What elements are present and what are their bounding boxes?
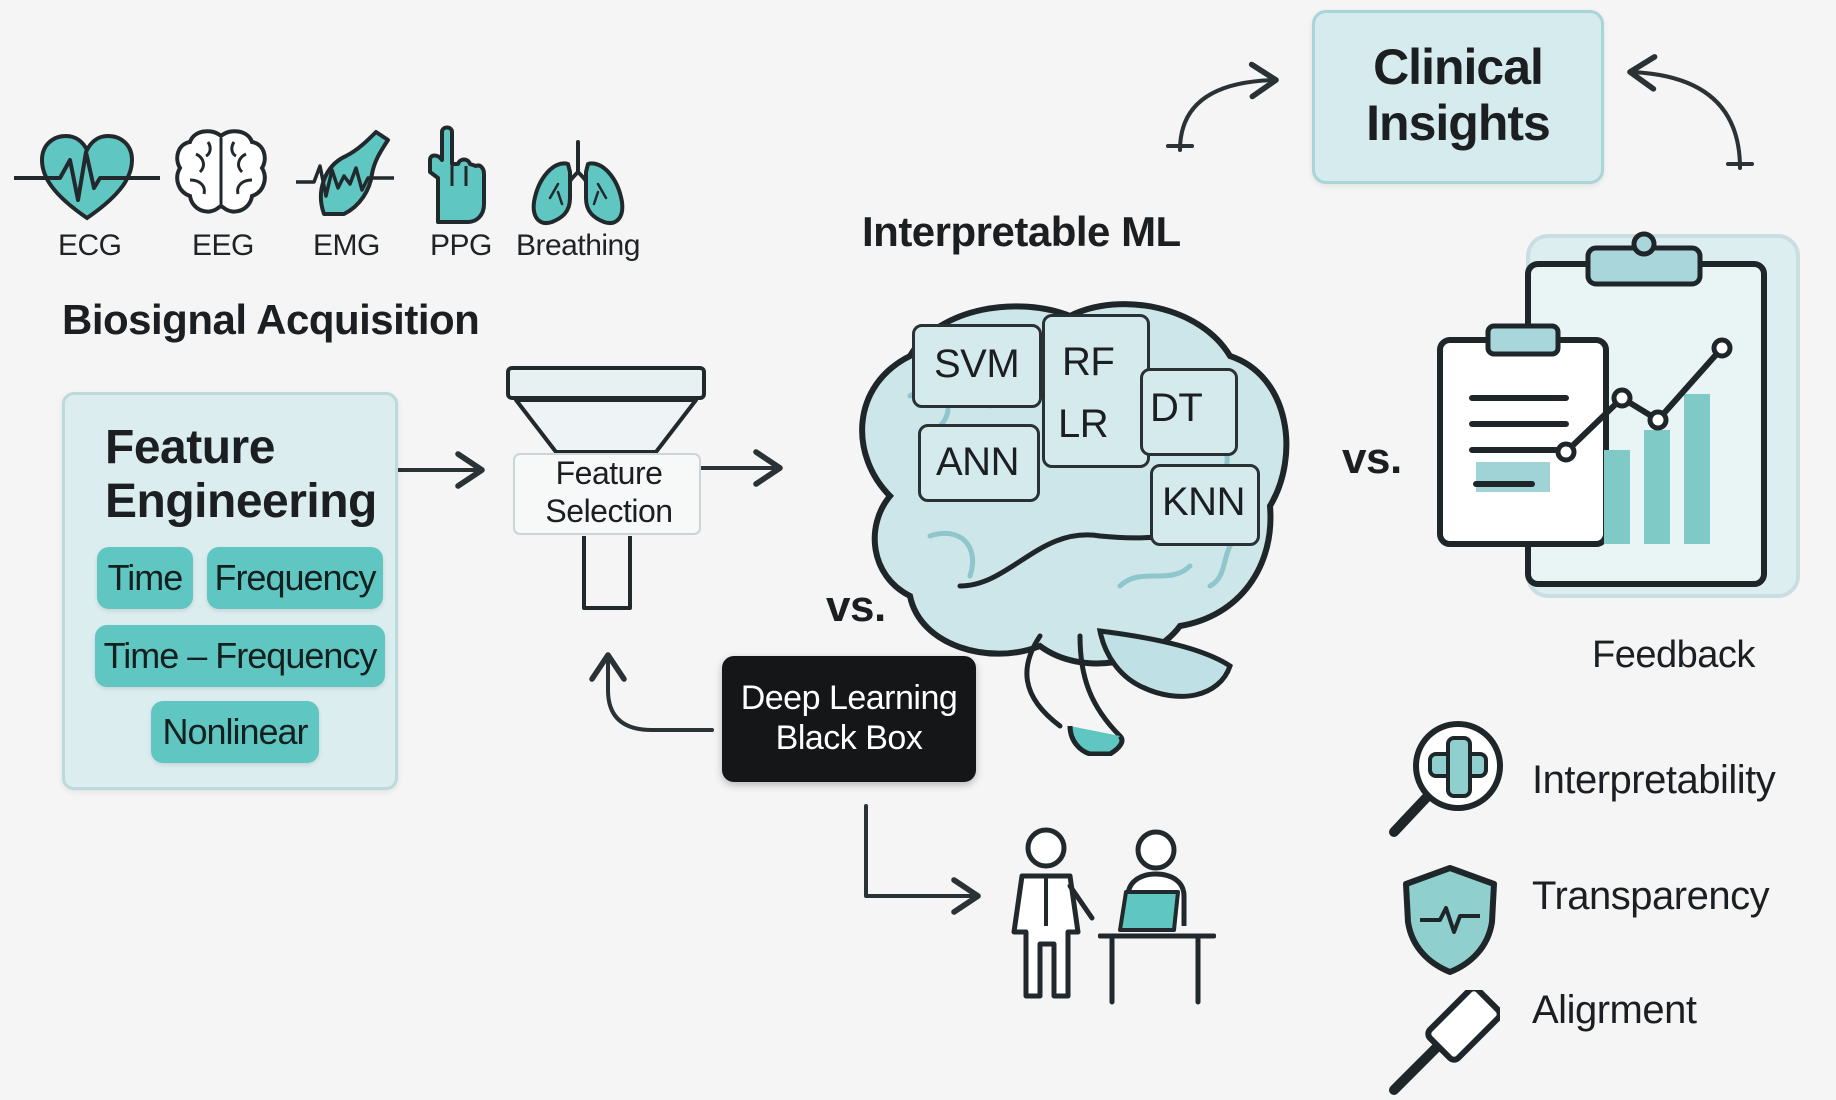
property-label-transparency: Transparency	[1532, 874, 1770, 918]
pill-nonlinear: Nonlinear	[151, 701, 319, 763]
muscle-arm-icon	[294, 126, 396, 226]
clipboard-chart-icon	[1436, 230, 1816, 610]
algo-label-rf: RF	[1062, 340, 1115, 384]
algo-label-ann: ANN	[936, 440, 1019, 484]
lungs-icon	[528, 138, 628, 230]
property-label-interpretability: Interpretability	[1532, 758, 1776, 802]
finger-icon	[420, 124, 490, 228]
magnifier-icon	[1386, 716, 1508, 842]
feedback-label: Feedback	[1592, 634, 1755, 676]
pill-time: Time	[97, 547, 193, 609]
user-laptop-icon	[1098, 826, 1216, 1006]
arrow-dl-to-people	[864, 804, 981, 915]
pill-time-frequency: Time – Frequency	[95, 625, 385, 687]
heart-ecg-icon	[12, 126, 162, 226]
algo-label-lr: LR	[1058, 402, 1109, 446]
pill-frequency: Frequency	[207, 547, 383, 609]
shield-icon	[1400, 864, 1500, 976]
arrow-loop-left	[1178, 61, 1279, 152]
biosignal-acquisition-title: Biosignal Acquisition	[62, 296, 480, 343]
deep-learning-label: Deep Learning Black Box	[740, 679, 958, 757]
algo-label-svm: SVM	[934, 342, 1020, 386]
algo-tile-ann	[918, 424, 1040, 502]
property-label-alignment: Aligrment	[1532, 988, 1697, 1032]
clinical-insights-box: Clinical Insights	[1312, 10, 1604, 184]
vs-label-right: vs.	[1342, 434, 1402, 483]
signal-label-ecg: ECG	[58, 229, 122, 262]
clinical-insights-label: Clinical Insights	[1366, 39, 1551, 151]
algo-label-dt: DT	[1150, 386, 1203, 430]
signal-label-breathing: Breathing	[516, 229, 640, 262]
feature-engineering-title: Feature Engineering	[105, 421, 377, 528]
interpretable-ml-title: Interpretable ML	[862, 208, 1181, 255]
algo-tile-svm	[912, 324, 1042, 408]
feature-selection-label: Feature Selection	[545, 455, 673, 529]
algo-tile-dt	[1140, 368, 1238, 456]
algo-label-knn: KNN	[1162, 480, 1245, 524]
signal-label-eeg: EEG	[192, 229, 254, 262]
deep-learning-black-box: Deep Learning Black Box	[722, 656, 976, 782]
brain-icon	[172, 126, 270, 222]
clinician-icon	[1000, 826, 1100, 1002]
vs-label-center: vs.	[826, 582, 886, 631]
signal-label-emg: EMG	[313, 229, 380, 262]
algo-tile-knn	[1150, 464, 1260, 546]
signal-label-ppg: PPG	[430, 229, 492, 262]
funnel-icon	[506, 366, 706, 616]
feature-engineering-card: Feature Engineering Time Frequency Time …	[62, 392, 398, 790]
gavel-icon	[1386, 990, 1500, 1100]
arrow-loop-right	[1627, 54, 1742, 170]
arrow-dl-to-selection	[589, 652, 714, 732]
